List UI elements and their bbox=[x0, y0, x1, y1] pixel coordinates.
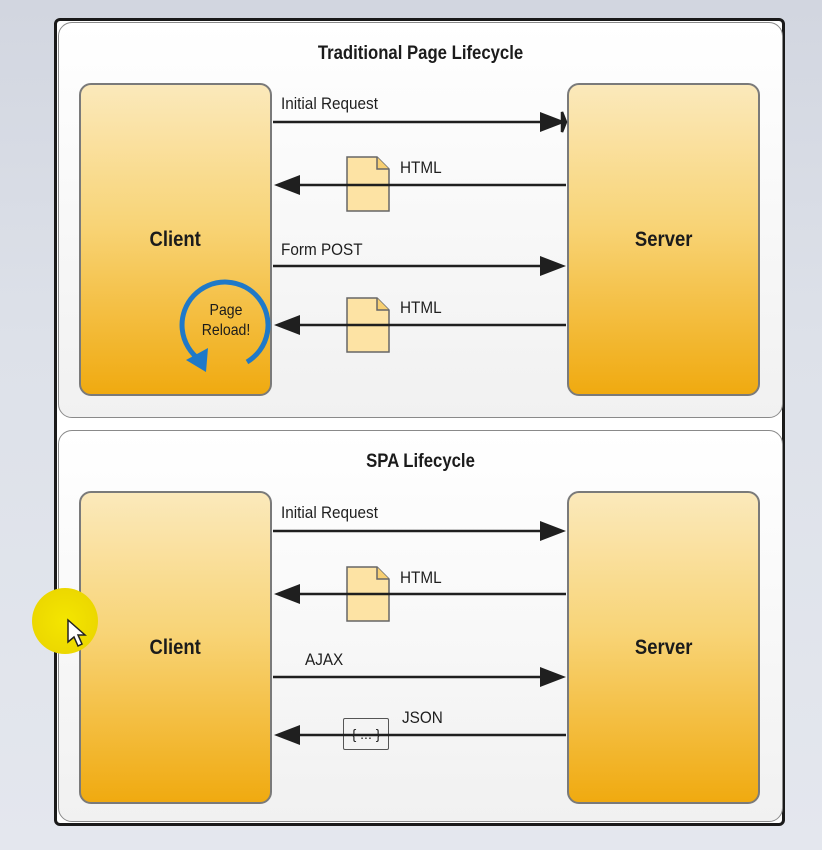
server-label: Server bbox=[634, 227, 693, 251]
client-node-spa: Client bbox=[79, 491, 272, 804]
message-ajax: AJAX bbox=[305, 650, 344, 669]
message-form-post: Form POST bbox=[281, 240, 363, 259]
json-payload-icon: { ... } bbox=[343, 718, 389, 750]
mouse-cursor-icon bbox=[67, 618, 87, 648]
html-document-icon bbox=[346, 566, 390, 622]
client-label: Client bbox=[149, 227, 202, 251]
server-node-traditional: Server bbox=[567, 83, 760, 396]
server-label: Server bbox=[634, 635, 693, 659]
server-node-spa: Server bbox=[567, 491, 760, 804]
message-initial-request: Initial Request bbox=[281, 503, 378, 522]
html-document-icon bbox=[346, 156, 390, 212]
page-reload-label: Page Reload! bbox=[201, 302, 251, 339]
panel-title-spa: SPA Lifecycle bbox=[366, 451, 475, 472]
client-label: Client bbox=[149, 635, 202, 659]
client-node-traditional: Client bbox=[79, 83, 272, 396]
message-initial-request: Initial Request bbox=[281, 94, 378, 113]
message-json: JSON bbox=[402, 708, 443, 727]
cursor-highlight bbox=[32, 588, 98, 654]
message-html: HTML bbox=[400, 158, 442, 177]
html-document-icon bbox=[346, 297, 390, 353]
message-html: HTML bbox=[400, 568, 442, 587]
panel-title-traditional: Traditional Page Lifecycle bbox=[317, 43, 524, 64]
message-html: HTML bbox=[400, 298, 442, 317]
